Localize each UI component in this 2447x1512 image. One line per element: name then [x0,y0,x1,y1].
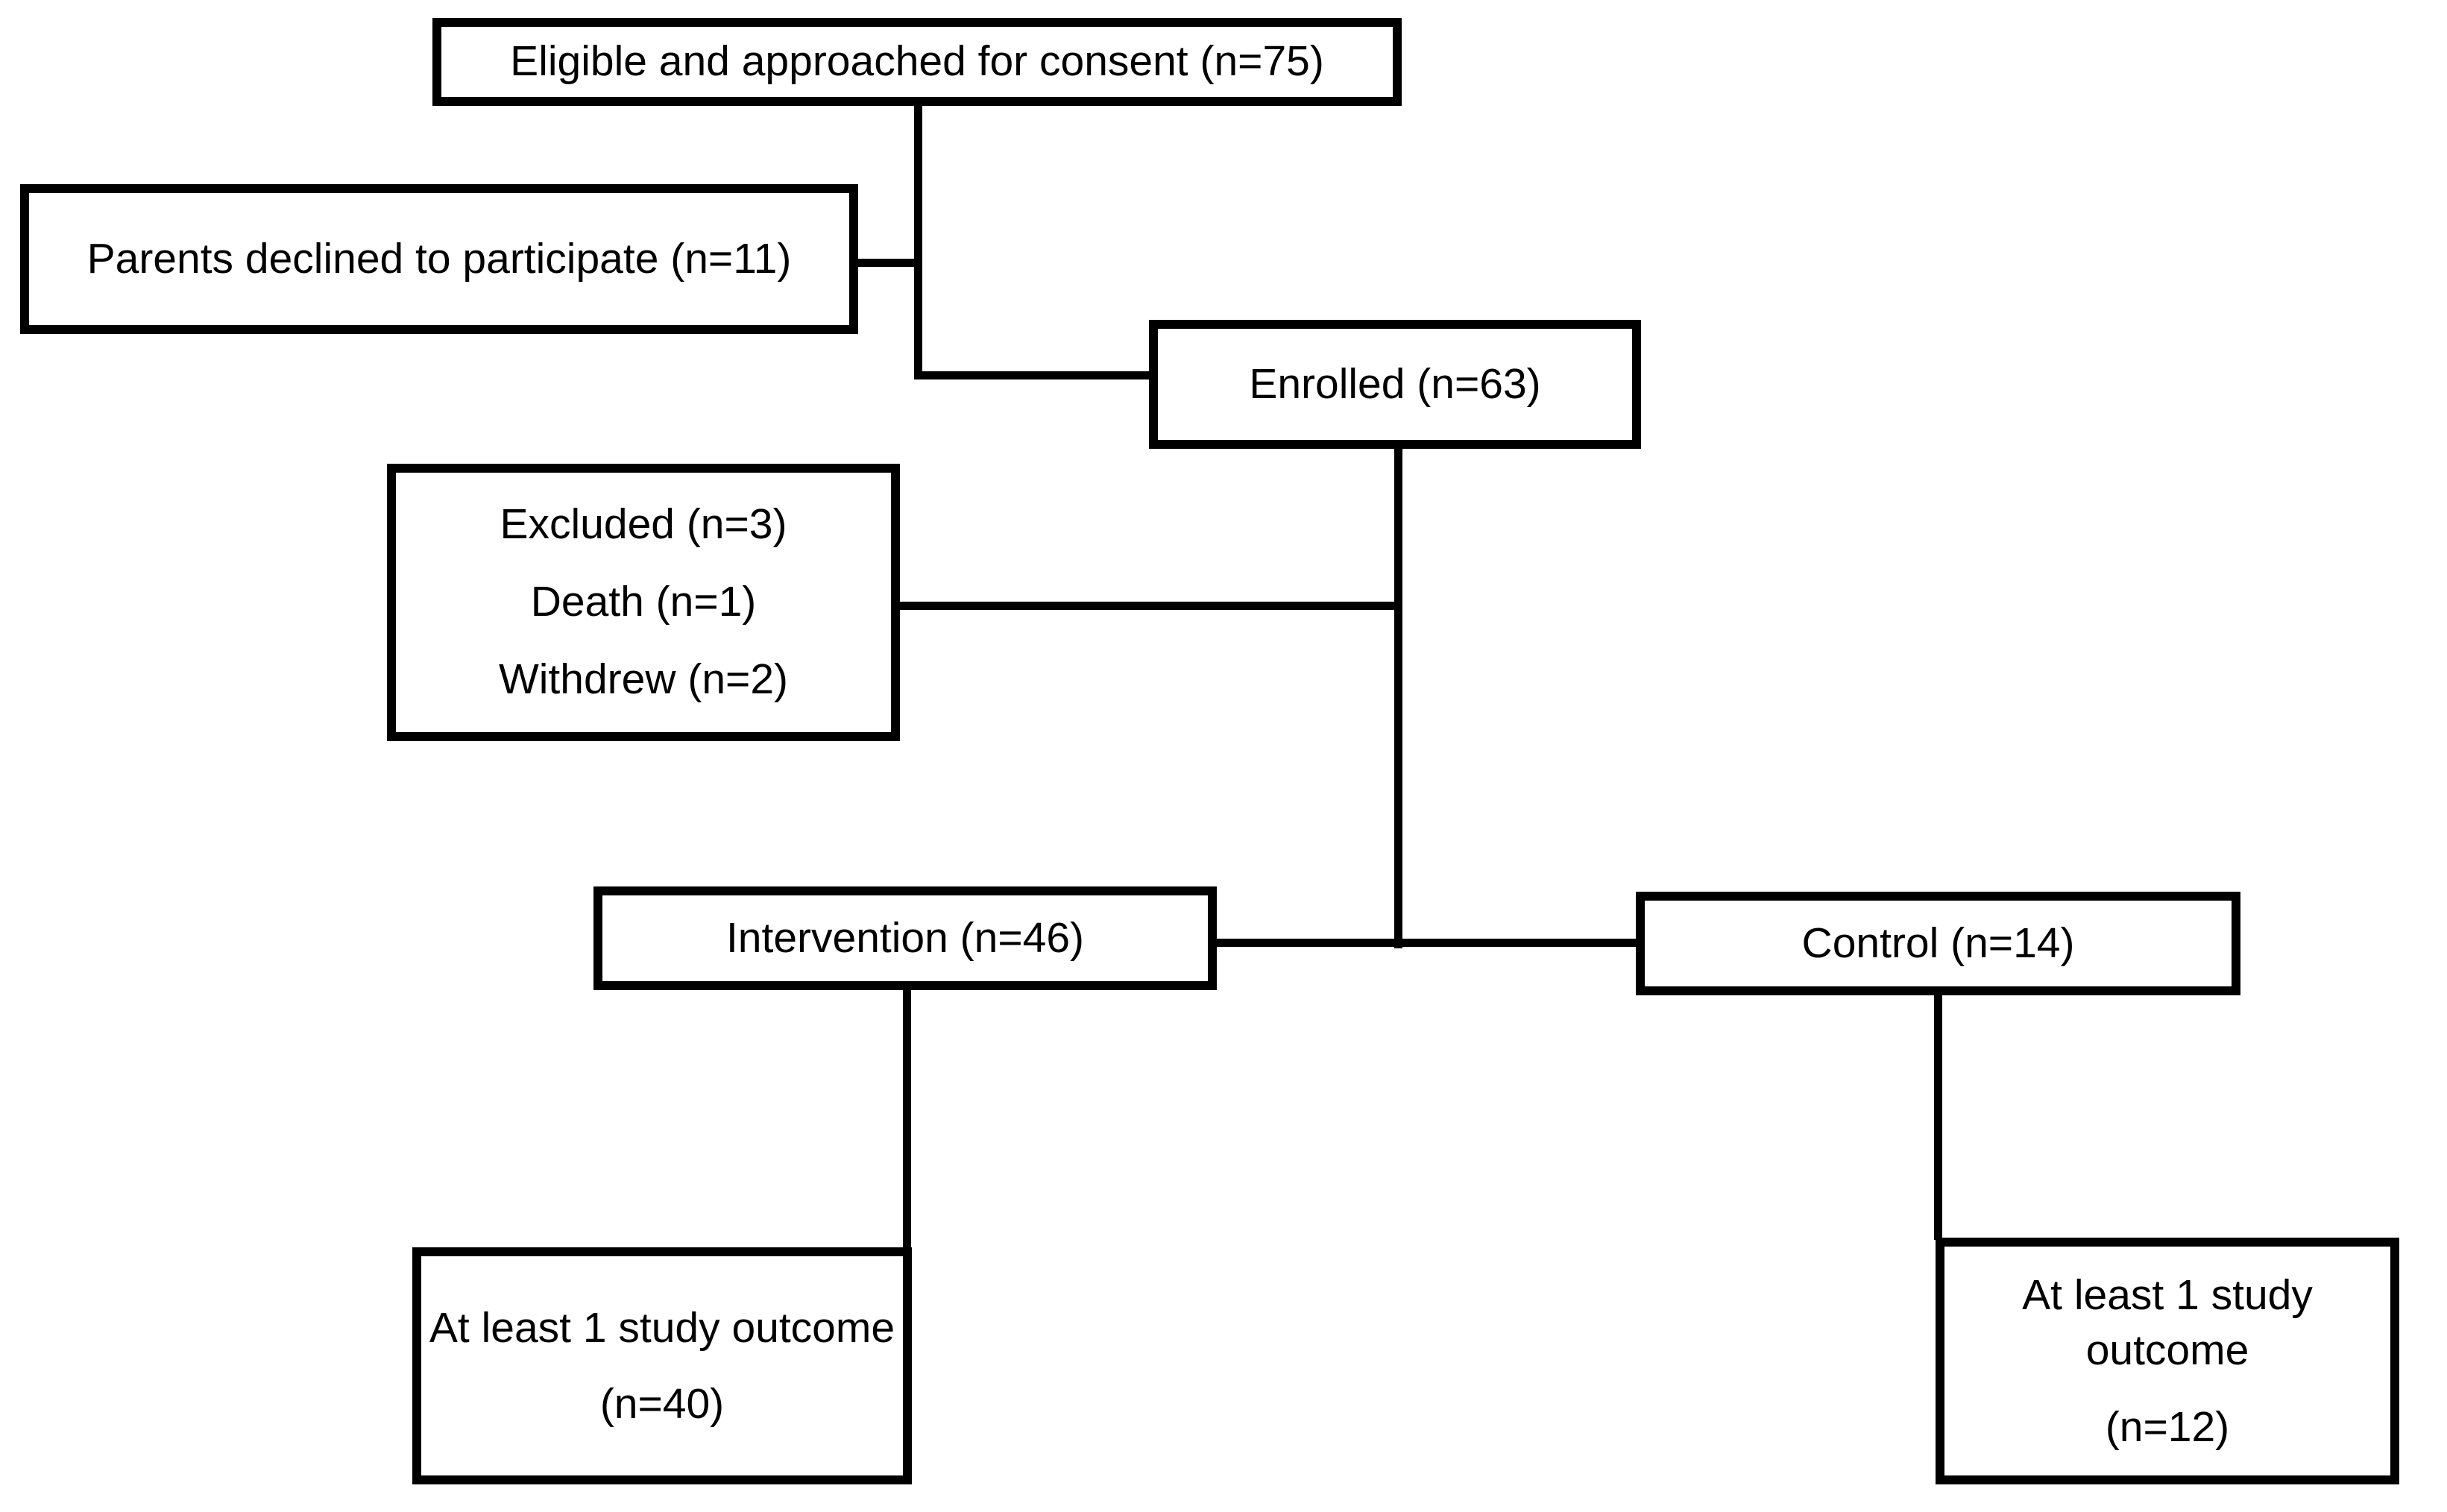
connector-enrolled-down [1394,447,1402,948]
box-control-label: Control (n=14) [1801,919,2075,967]
box-control-arm: Control (n=14) [1636,892,2240,995]
box-enrolled: Enrolled (n=63) [1149,320,1641,449]
box-outcome-intervention: At least 1 study outcome (n=40) [412,1247,912,1484]
box-outcome-control-count: (n=12) [2105,1402,2230,1451]
box-outcome-control: At least 1 study outcome (n=12) [1936,1238,2399,1484]
box-intervention-label: Intervention (n=46) [725,913,1085,962]
box-excluded-line-death: Death (n=1) [530,578,757,626]
box-excluded-line-total: Excluded (n=3) [500,500,787,549]
connector-eligible-down [914,104,922,379]
box-eligible-approached: Eligible and approached for consent (n=7… [432,18,1402,106]
box-outcome-intervention-count: (n=40) [599,1380,725,1428]
box-excluded-line-withdrew: Withdrew (n=2) [498,655,789,703]
box-excluded: Excluded (n=3) Death (n=1) Withdrew (n=2… [387,464,900,741]
connector-control-to-outcome [1934,994,1942,1240]
connector-declined-branch [857,259,922,267]
connector-to-enrolled [914,371,1153,379]
connector-intervention-to-outcome [903,989,911,1250]
box-eligible-label: Eligible and approached for consent (n=7… [510,37,1324,86]
box-outcome-intervention-label: At least 1 study outcome [429,1303,895,1352]
box-declined-label: Parents declined to participate (n=11) [86,234,792,283]
box-parents-declined: Parents declined to participate (n=11) [20,184,858,334]
box-outcome-control-label: At least 1 study outcome [2022,1271,2313,1375]
connector-intervention-control-split [1215,939,1637,947]
box-enrolled-label: Enrolled (n=63) [1249,359,1541,408]
connector-excluded-branch [898,602,1402,610]
box-intervention-arm: Intervention (n=46) [593,886,1217,990]
